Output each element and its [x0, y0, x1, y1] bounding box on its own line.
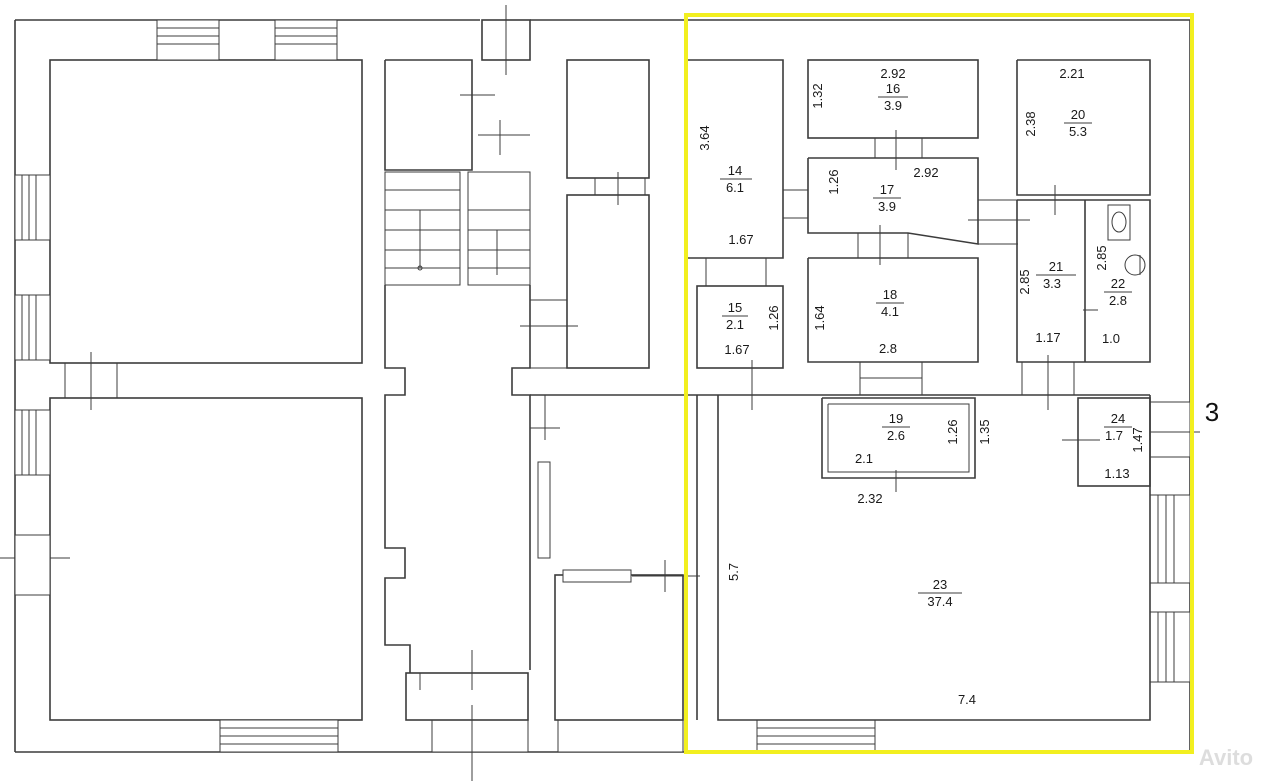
room-16-area: 3.9 [884, 98, 902, 113]
central-block [384, 5, 700, 781]
room-19-dim-b: 2.1 [855, 451, 873, 466]
windows-right [1149, 401, 1191, 683]
room-17-dim-a: 2.92 [913, 165, 938, 180]
room-22-area: 2.8 [1109, 293, 1127, 308]
room-18-dim-a: 1.64 [812, 305, 827, 330]
room-24-dim-b: 1.13 [1104, 466, 1129, 481]
room-15-number: 15 [728, 300, 742, 315]
room-14-number: 14 [728, 163, 742, 178]
room-16-dim-a: 2.92 [880, 66, 905, 81]
room-18-area: 4.1 [881, 304, 899, 319]
room-19-number: 19 [889, 411, 903, 426]
room-23-area: 37.4 [927, 594, 952, 609]
room-23-dim-a: 5.7 [726, 563, 741, 581]
left-rooms [0, 59, 363, 721]
room-21-dim-a: 2.85 [1017, 269, 1032, 294]
room-20-number: 20 [1071, 107, 1085, 122]
room-14-area: 6.1 [726, 180, 744, 195]
room-19-area: 2.6 [887, 428, 905, 443]
room-20-dim-b: 2.38 [1023, 111, 1038, 136]
room-16-dim-b: 1.32 [810, 83, 825, 108]
room-14-dim-b: 1.67 [728, 232, 753, 247]
room-20-area: 5.3 [1069, 124, 1087, 139]
room-21-area: 3.3 [1043, 276, 1061, 291]
room-19-dim-c: 2.32 [857, 491, 882, 506]
room-17-dim-b: 1.26 [826, 169, 841, 194]
room-15-dim-b: 1.67 [724, 342, 749, 357]
room-23-dim-c: 1.35 [977, 419, 992, 444]
windows-top [156, 19, 876, 753]
room-22-dim-b: 1.0 [1102, 331, 1120, 346]
room-23-dim-b: 7.4 [958, 692, 976, 707]
section-label: 3 [1205, 397, 1219, 427]
room-18-number: 18 [883, 287, 897, 302]
room-22-dim-a: 2.85 [1094, 245, 1109, 270]
windows-left [14, 174, 51, 596]
room-20-dim-a: 2.21 [1059, 66, 1084, 81]
section-highlight [684, 13, 1194, 754]
room-15-area: 2.1 [726, 317, 744, 332]
room-24-number: 24 [1111, 411, 1125, 426]
room-19-dim-a: 1.26 [945, 419, 960, 444]
room-22-number: 22 [1111, 276, 1125, 291]
section-3-walls [686, 59, 1200, 721]
room-14-dim-a: 3.64 [697, 125, 712, 150]
room-24-dim-a: 1.47 [1130, 427, 1145, 452]
room-15-dim-a: 1.26 [766, 305, 781, 330]
building-outline [14, 19, 1191, 753]
room-17-area: 3.9 [878, 199, 896, 214]
room-21-number: 21 [1049, 259, 1063, 274]
room-18-dim-b: 2.8 [879, 341, 897, 356]
room-21-dim-b: 1.17 [1035, 330, 1060, 345]
room-17-number: 17 [880, 182, 894, 197]
room-labels: 14 6.1 3.64 1.67 15 2.1 1.26 1.67 2.92 1… [697, 66, 1145, 707]
watermark-logo: Avito [1199, 745, 1253, 770]
room-16-number: 16 [886, 81, 900, 96]
room-23-number: 23 [933, 577, 947, 592]
room-24-area: 1.7 [1105, 428, 1123, 443]
